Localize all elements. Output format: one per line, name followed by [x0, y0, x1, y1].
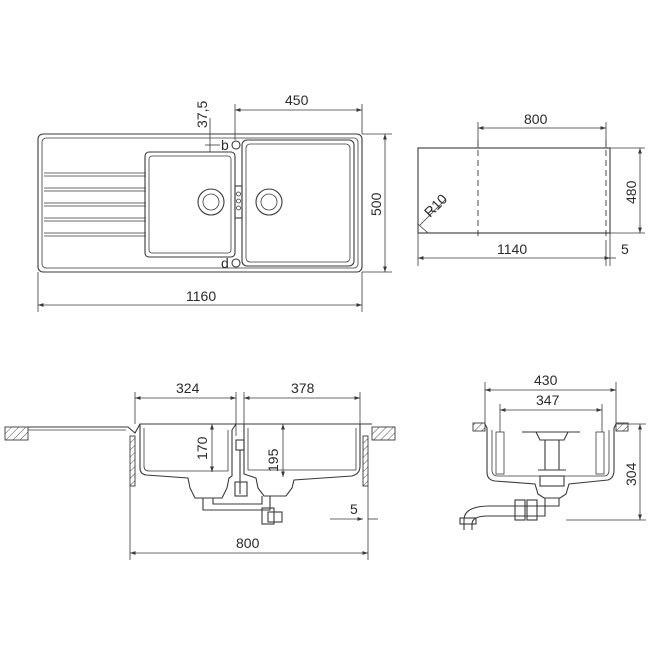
- small-bowl-section: [139, 423, 237, 499]
- front-dim-170: 170: [194, 436, 210, 460]
- front-dim-195: 195: [265, 448, 281, 472]
- sink-outline: [37, 133, 363, 273]
- side-dim-347: 347: [536, 392, 560, 408]
- front-section: 324 378 170 195 5 800: [4, 380, 396, 560]
- small-bowl: [144, 151, 236, 258]
- tap-hole-b: [231, 140, 241, 150]
- dim-1160: 1160: [186, 288, 216, 304]
- label-d: d: [221, 255, 229, 271]
- side-waste-pipe: [463, 498, 560, 530]
- side-dim-304: 304: [623, 462, 639, 486]
- front-dim-800: 800: [236, 535, 260, 551]
- countertop-left: [4, 426, 29, 441]
- front-dim-5: 5: [350, 501, 358, 517]
- dim-500: 500: [368, 192, 384, 216]
- large-bowl-section: [243, 424, 361, 497]
- drainer-profile: [28, 423, 372, 434]
- side-section: 430 347 304: [459, 372, 646, 530]
- front-dim-324: 324: [176, 380, 200, 396]
- cutout-view: R10 800 480 1140 5: [417, 111, 645, 266]
- overflow-divider: [234, 185, 243, 219]
- large-bowl-inner: [245, 143, 351, 263]
- cutout-dim-800: 800: [524, 111, 548, 127]
- tap-hole-d: [231, 258, 241, 268]
- sink-inner-rim: [41, 137, 359, 269]
- large-bowl: [241, 139, 355, 267]
- countertop-right: [371, 426, 396, 441]
- drainer-ribs: [44, 172, 146, 237]
- radius-label: R10: [421, 190, 451, 220]
- large-bowl-drain: [255, 188, 283, 216]
- side-dim-430: 430: [534, 372, 558, 388]
- small-bowl-drain: [197, 188, 225, 216]
- dim-37-5: 37,5: [194, 101, 210, 128]
- trap-pipes: [202, 496, 271, 511]
- front-dim-378: 378: [291, 380, 315, 396]
- small-bowl-inner: [148, 155, 232, 254]
- cutout-dim-5: 5: [621, 241, 629, 257]
- top-view: b d 450 37,5 500 1160: [37, 92, 392, 312]
- cutout-rect: [417, 147, 611, 234]
- strainer: [522, 431, 580, 471]
- cutout-dim-480: 480: [623, 180, 639, 204]
- dim-450: 450: [285, 92, 309, 108]
- side-bowl-section: [484, 423, 617, 499]
- label-b: b: [221, 137, 229, 153]
- cutout-dim-1140: 1140: [497, 241, 527, 257]
